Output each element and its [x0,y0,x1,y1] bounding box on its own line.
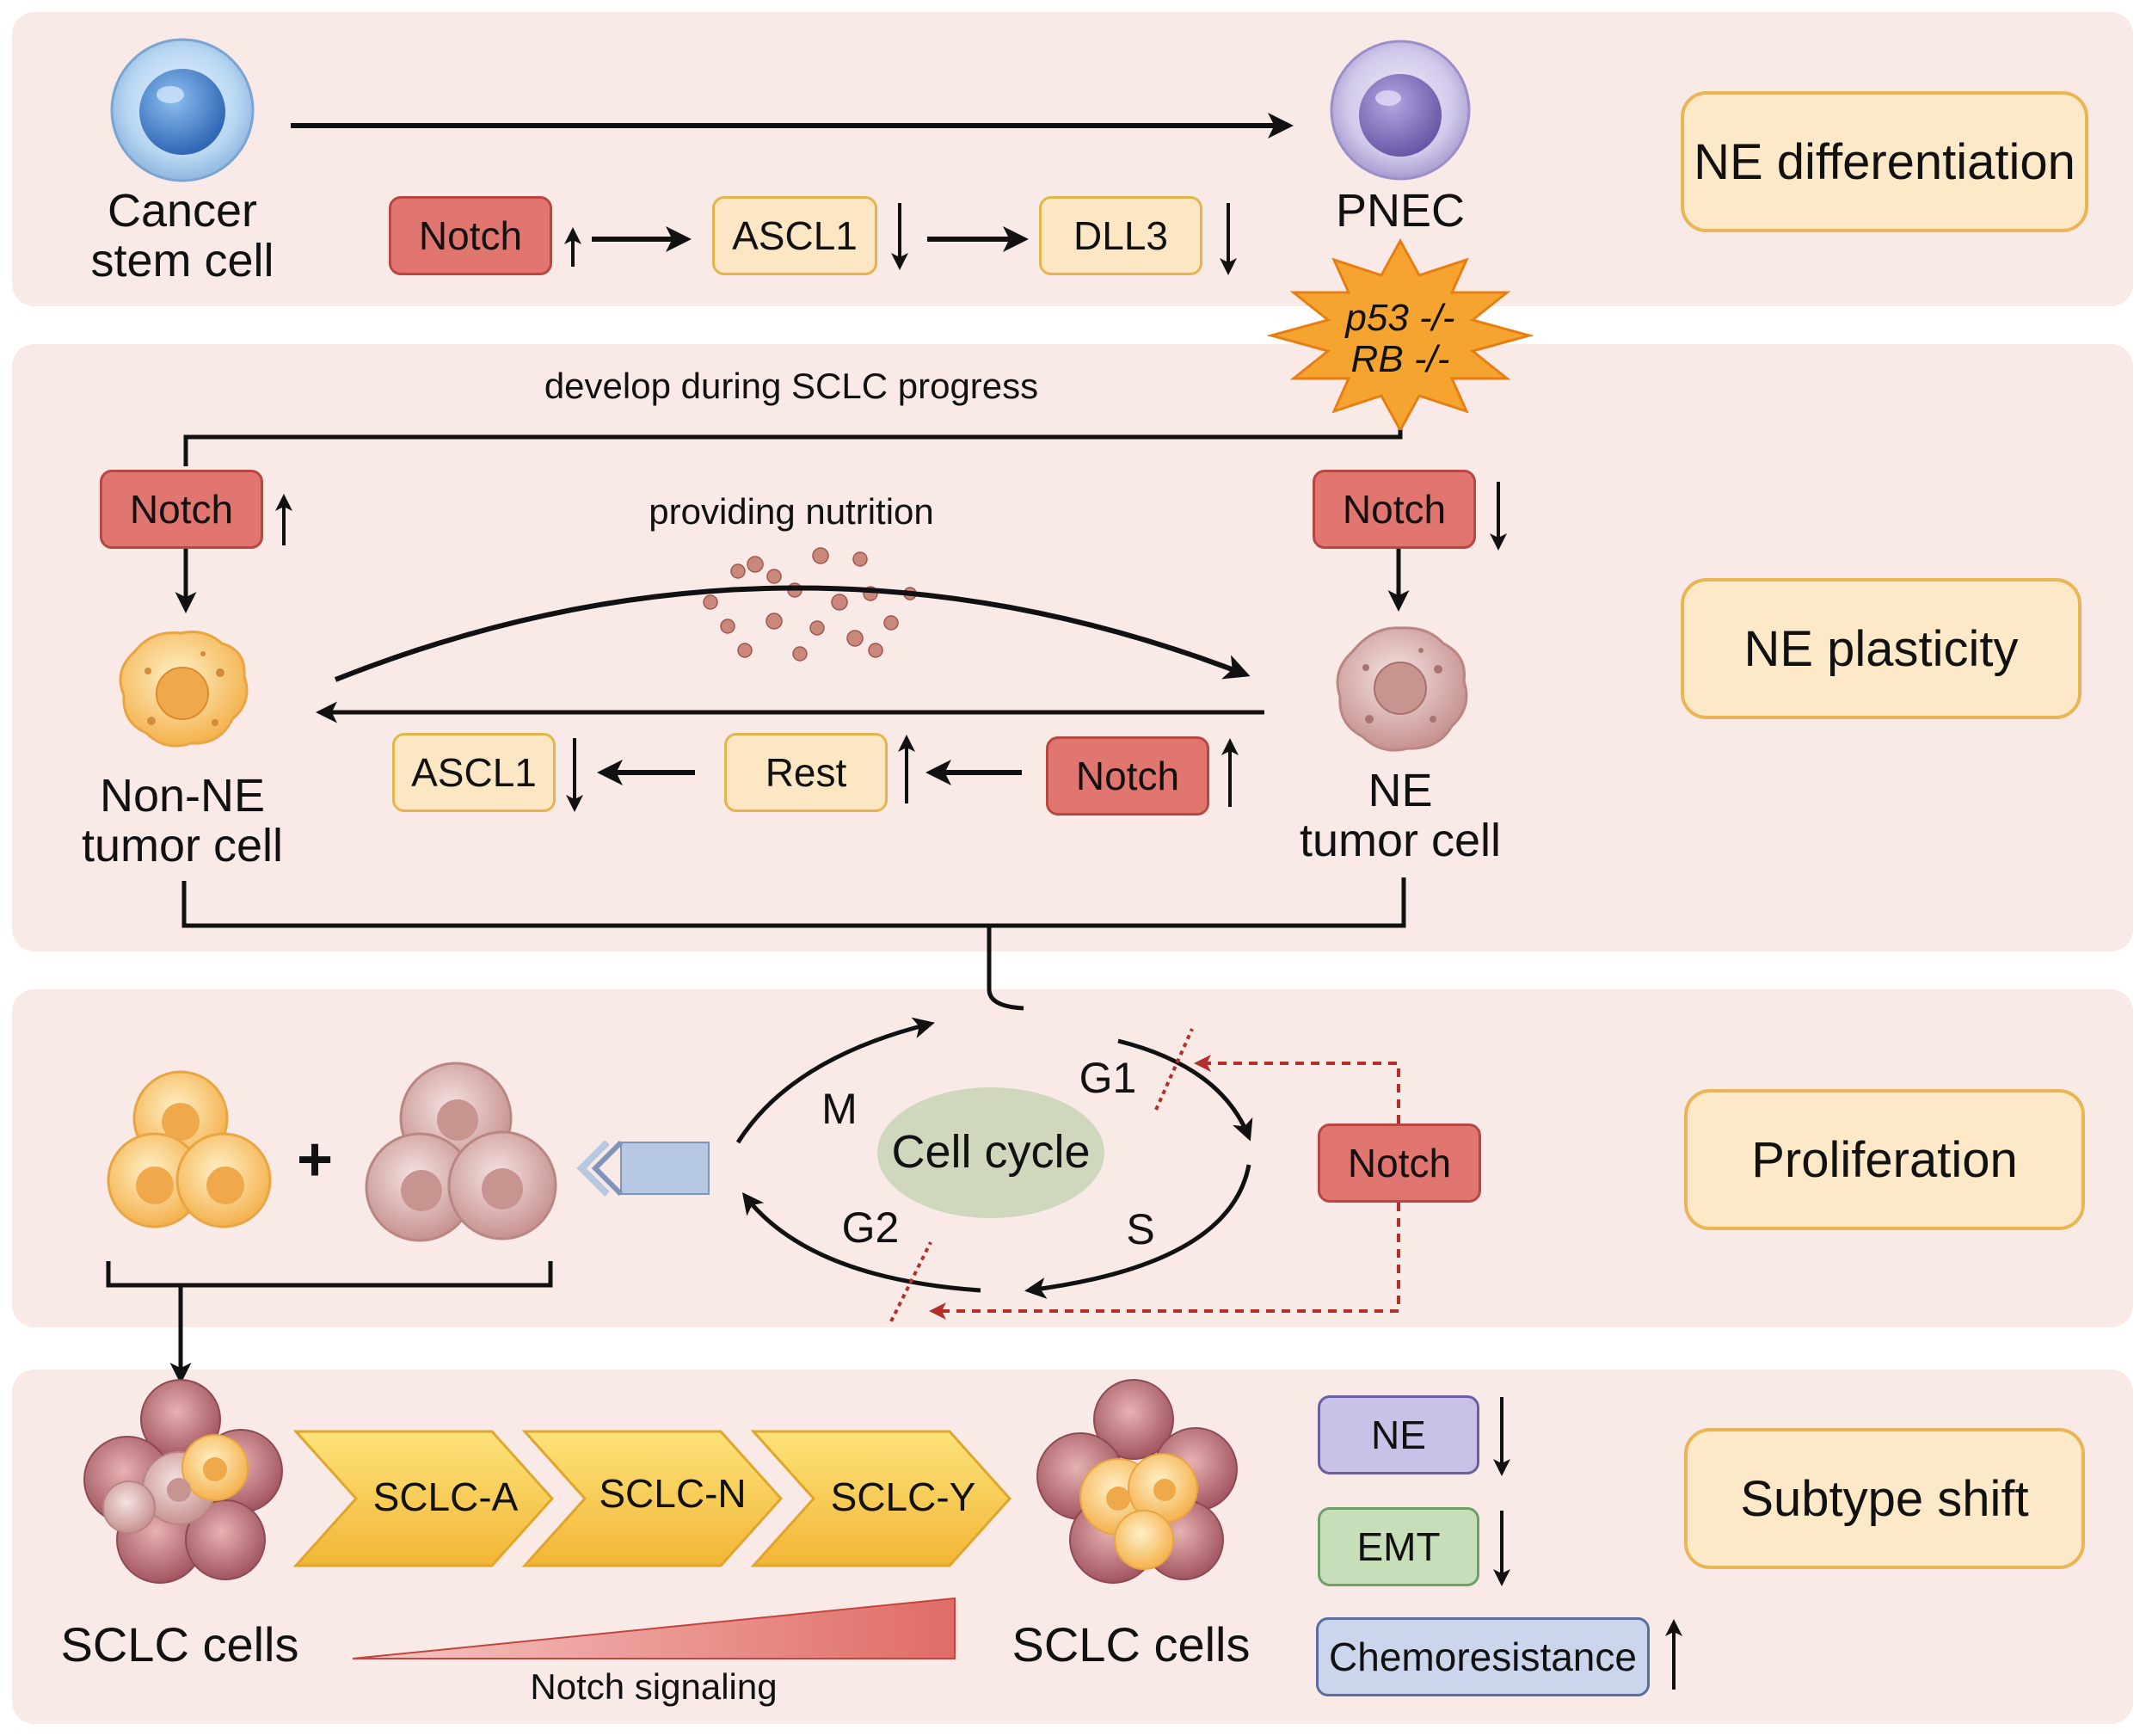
nutrition-label: providing nutrition [649,491,934,532]
mutation-starburst [1266,237,1534,434]
stage-ne-plasticity: NE plasticity [1681,578,2081,719]
ascl1-box-row1: ASCL1 [712,196,877,275]
chevron-sclc-y [750,1430,1012,1567]
notch-to-g1-dashed [1194,1055,1400,1123]
notch-box-left: Notch [100,470,263,549]
cancer-stem-cell-line1: Cancer [107,185,258,237]
chemoresistance-box: Chemoresistance [1316,1617,1650,1696]
ne-tumor-cell-label: NE tumor cell [1263,766,1538,866]
rest-box: Rest [724,733,888,812]
ne-tumor-cell-icon [1336,626,1468,752]
emt-marker-box: EMT [1318,1507,1479,1586]
notch-box-right: Notch [1313,470,1476,549]
ne-line1: NE [1368,765,1433,816]
phase-g2-label: G2 [841,1204,900,1252]
cycle-arrow-g1 [1117,1038,1253,1142]
phase-g1-label: G1 [1079,1054,1137,1102]
sclc-n-label: SCLC-N [599,1471,747,1516]
cancer-stem-cell-label: Cancer stem cell [53,186,311,286]
ne-line2: tumor cell [1299,815,1502,867]
cycle-arrow-g2 [741,1192,981,1293]
cycle-arrow-s [1024,1164,1251,1299]
sclc-cells-left-icon [83,1379,283,1584]
notch-box-bottom: Notch [1046,736,1209,816]
ne-marker-box: NE [1318,1395,1479,1474]
cell-cycle-label: Cell cycle [891,1126,1091,1178]
stage-proliferation: Proliferation [1684,1089,2085,1230]
chevron-sclc-n [521,1430,784,1567]
non-ne-line2: tumor cell [81,820,284,872]
sclc-cells-right-label: SCLC cells [1012,1617,1251,1671]
notch-box-row1: Notch [389,196,552,275]
notch-box-row3: Notch [1318,1123,1481,1203]
dll3-box-row1: DLL3 [1039,196,1202,275]
nutrition-arrow [334,585,1251,682]
nutrition-particles [703,547,917,662]
g1-checkpoint [1154,1028,1194,1111]
mutation-line2: RB -/- [1350,337,1450,380]
cancer-stem-cell-icon [110,38,255,182]
stage-ne-differentiation: NE differentiation [1681,91,2088,232]
sclc-cells-right-icon [1036,1379,1238,1584]
g2-checkpoint [889,1241,932,1322]
output-chevron-icon [576,1140,710,1197]
pnec-cell-icon [1330,40,1471,181]
sclc-cells-left-label: SCLC cells [60,1617,299,1671]
cell-cycle-center [877,1087,1104,1218]
merge-bracket [181,877,1406,928]
chevron-sclc-a [292,1430,555,1567]
mutation-line1: p53 -/- [1345,297,1455,339]
cancer-stem-cell-line2: stem cell [90,235,274,287]
notch-to-g2-dashed [929,1203,1400,1320]
mutation-label: p53 -/- RB -/- [1314,298,1486,379]
merge-connector [987,926,1024,1011]
ne-cluster-icon [365,1062,557,1242]
ascl1-box-row2: ASCL1 [392,733,556,812]
develop-bracket [183,430,1403,466]
sclc-a-label: SCLC-A [372,1474,519,1519]
non-ne-cluster-icon [107,1070,272,1228]
stage-subtype-shift: Subtype shift [1684,1428,2085,1569]
non-ne-tumor-cell-label: Non-NE tumor cell [45,771,320,871]
cycle-arrow-m [735,1017,935,1144]
pnec-label: PNEC [1335,185,1466,237]
notch-signaling-wedge [352,1597,956,1659]
phase-s-label: S [1126,1205,1155,1253]
develop-label: develop during SCLC progress [544,366,1039,406]
plus-sign: + [296,1125,334,1194]
non-ne-line1: Non-NE [99,770,266,822]
phase-m-label: M [821,1085,858,1133]
notch-signaling-label: Notch signaling [530,1666,778,1707]
sclc-y-label: SCLC-Y [830,1474,976,1519]
cluster-bracket [106,1261,553,1288]
non-ne-tumor-cell-icon [119,631,249,748]
